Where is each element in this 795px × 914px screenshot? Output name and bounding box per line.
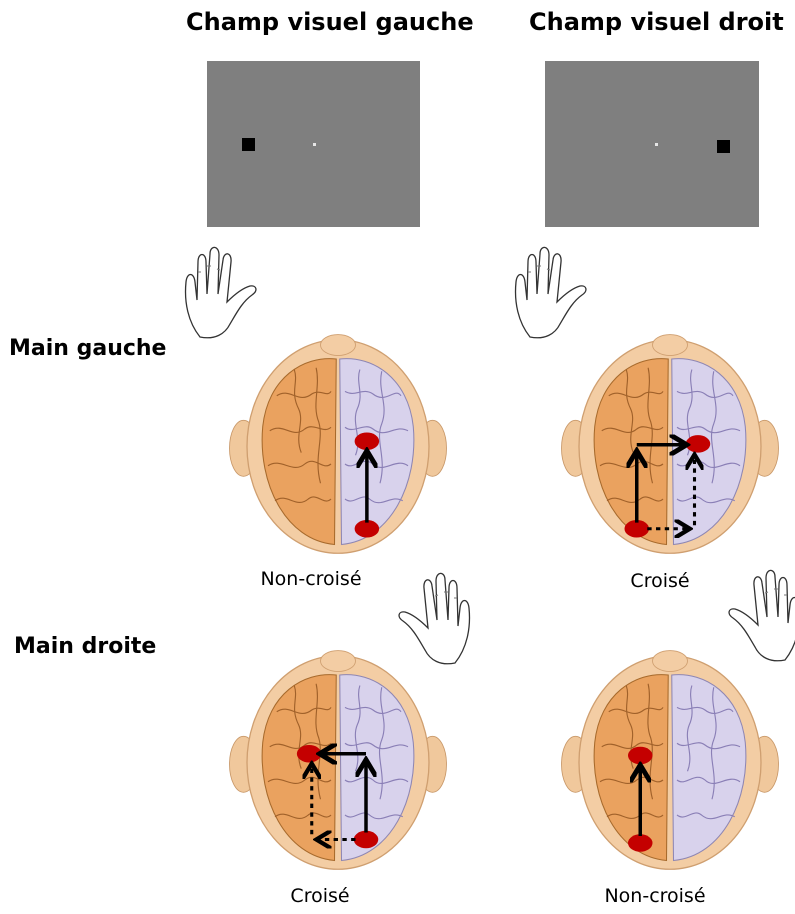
left-field-screen (207, 61, 420, 227)
right-field-screen (545, 61, 759, 227)
fixation-point (655, 143, 658, 146)
brain-diagram (233, 318, 443, 568)
heading-left-visual-field: Champ visuel gauche (186, 8, 474, 36)
activation-spot (628, 747, 653, 765)
caption-uncrossed: Non-croisé (236, 568, 386, 590)
brain-diagram (565, 318, 775, 568)
activation-spot (297, 745, 322, 763)
brain-diagram (565, 634, 775, 884)
activation-spot (354, 831, 379, 849)
caption-crossed: Croisé (590, 570, 730, 592)
activation-spot (355, 433, 380, 451)
caption-crossed: Croisé (250, 885, 390, 907)
caption-uncrossed: Non-croisé (580, 885, 730, 907)
activation-spot (686, 435, 711, 453)
heading-right-visual-field: Champ visuel droit (529, 8, 784, 36)
row-label-right-hand: Main droite (14, 634, 156, 659)
right-stimulus-square (717, 140, 730, 153)
activation-spot (628, 834, 653, 852)
brain-diagram (233, 634, 443, 884)
row-label-left-hand: Main gauche (9, 336, 166, 361)
left-stimulus-square (242, 138, 255, 151)
fixation-point (313, 143, 316, 146)
